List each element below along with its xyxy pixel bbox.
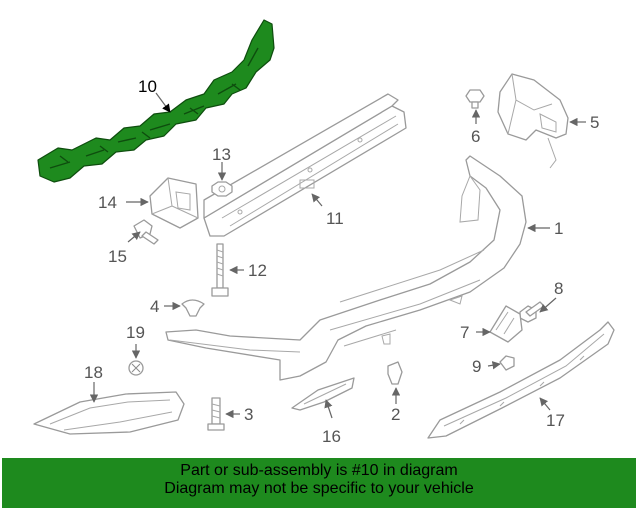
part-16-trim[interactable]	[291, 377, 355, 411]
part-11-reinforcement[interactable]	[203, 93, 407, 237]
callout-18[interactable]: 18	[84, 363, 103, 382]
part-5-side-bracket[interactable]	[497, 73, 569, 169]
callout-2[interactable]: 2	[391, 405, 400, 424]
leader-9	[487, 361, 501, 370]
banner-line-part-info: Part or sub-assembly is #10 in diagram	[180, 462, 458, 479]
callout-3[interactable]: 3	[244, 405, 253, 424]
part-15-bolt[interactable]	[133, 219, 159, 245]
part-2-retainer[interactable]	[387, 361, 403, 385]
callout-17[interactable]: 17	[546, 411, 565, 430]
part-9-clip[interactable]	[499, 355, 515, 371]
callout-5[interactable]: 5	[590, 113, 599, 132]
leader-17	[539, 397, 551, 411]
callout-15[interactable]: 15	[108, 247, 127, 266]
callout-7[interactable]: 7	[460, 323, 469, 342]
callout-12[interactable]: 12	[248, 261, 267, 280]
info-banner: Part or sub-assembly is #10 in diagram D…	[2, 458, 636, 508]
leader-8	[539, 297, 557, 313]
banner-line-disclaimer: Diagram may not be specific to your vehi…	[164, 480, 474, 497]
part-6-pin[interactable]	[465, 89, 485, 109]
part-13-nut[interactable]	[211, 181, 233, 197]
part-14-bracket[interactable]	[149, 177, 199, 229]
part-1-bumper-cover[interactable]	[165, 155, 527, 381]
callout-19[interactable]: 19	[126, 323, 145, 342]
callout-13[interactable]: 13	[212, 145, 231, 164]
part-18-reflector[interactable]	[33, 391, 185, 435]
part-7-bracket[interactable]	[489, 305, 523, 343]
part-10-highlighted[interactable]	[37, 19, 275, 183]
leader-10	[155, 92, 171, 113]
callout-11[interactable]: 11	[326, 209, 344, 228]
leader-15	[127, 231, 141, 243]
part-19-plug[interactable]	[128, 360, 144, 376]
callout-1[interactable]: 1	[554, 219, 563, 238]
part-4-clip[interactable]	[181, 299, 205, 317]
callout-8[interactable]: 8	[554, 279, 563, 298]
callout-6[interactable]: 6	[471, 127, 480, 146]
part-3-bolt[interactable]	[207, 397, 225, 431]
callout-4[interactable]: 4	[150, 297, 159, 316]
callout-9[interactable]: 9	[472, 357, 481, 376]
part-12-stud[interactable]	[211, 243, 229, 297]
part-17-valance[interactable]	[427, 321, 615, 439]
leader-11	[311, 193, 323, 207]
callout-14[interactable]: 14	[98, 193, 117, 212]
callout-10[interactable]: 10	[138, 77, 157, 96]
leader-16	[324, 399, 333, 419]
callout-16[interactable]: 16	[322, 427, 341, 446]
